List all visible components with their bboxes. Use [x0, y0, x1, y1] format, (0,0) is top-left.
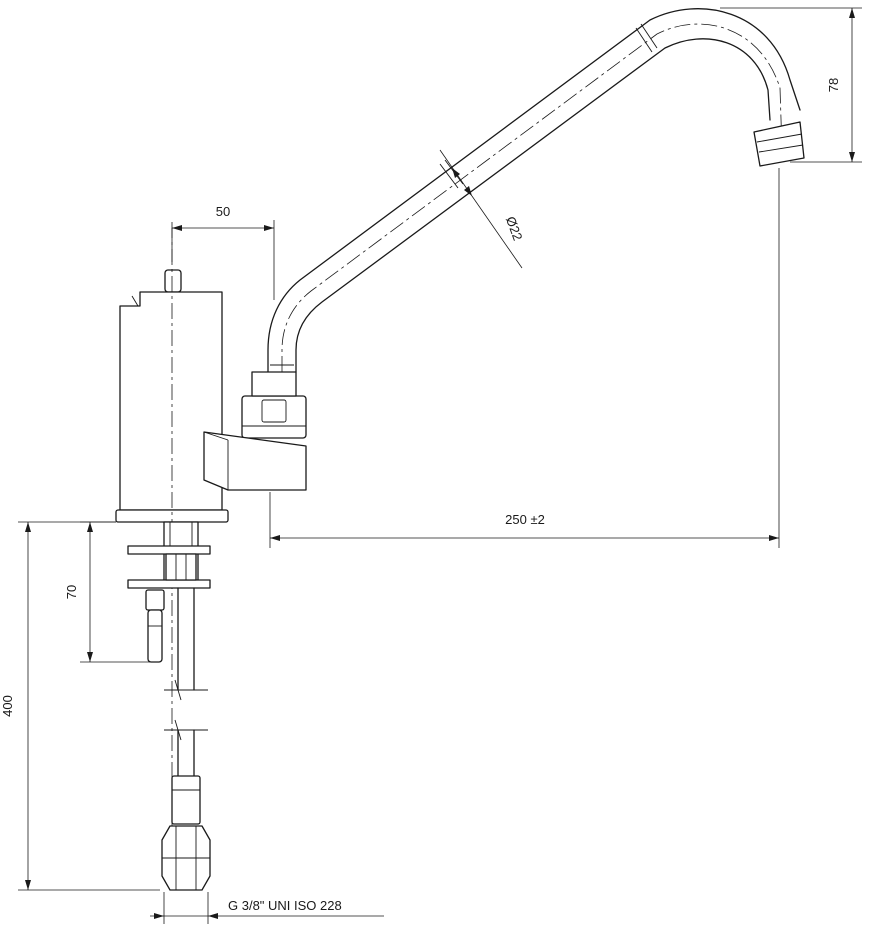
dimension-spout-offset: 50: [171, 204, 275, 300]
dimension-tail-length: 70: [64, 521, 150, 663]
dimension-reach: 250 ±2: [269, 168, 780, 548]
dimension-label-spout-height: 78: [826, 78, 841, 92]
thread-label: G 3/8" UNI ISO 228: [228, 898, 342, 913]
dimension-spout-diameter: Ø22: [439, 149, 526, 269]
faucet-body: [115, 222, 307, 860]
dimension-hose-length: 400: [0, 521, 160, 891]
flexible-hose: [161, 587, 211, 891]
dimension-label-hose-length: 400: [0, 695, 15, 717]
dimension-label-spout-offset: 50: [216, 204, 230, 219]
thread-callout: G 3/8" UNI ISO 228: [150, 892, 384, 924]
dimension-label-spout-diameter: Ø22: [503, 214, 526, 242]
swivel-nut: [241, 371, 307, 439]
mounting-shank: [127, 521, 211, 589]
dimension-label-reach: 250 ±2: [505, 512, 545, 527]
dimension-label-tail-length: 70: [64, 585, 79, 599]
spout: [267, 8, 805, 373]
tail-pipe: [145, 589, 165, 663]
dimension-spout-height: 78: [720, 7, 862, 163]
